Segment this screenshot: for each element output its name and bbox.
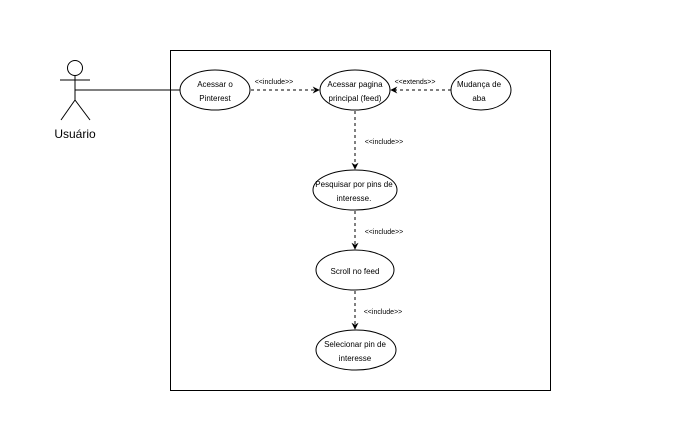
use-case-pesquisar-pins[interactable]: Pesquisar por pins de interesse. xyxy=(312,169,398,211)
include-label-4: <<include>> xyxy=(364,309,403,316)
use-case-label: Pinterest xyxy=(199,94,231,103)
use-case-label: interesse xyxy=(339,354,372,363)
actor-label: Usuário xyxy=(54,127,96,141)
actor-left-leg xyxy=(60,99,76,121)
use-case-acessar-pinterest[interactable]: Acessar o Pinterest xyxy=(179,69,251,111)
use-case-acessar-feed[interactable]: Acessar pagina principal (feed) xyxy=(319,69,391,111)
use-case-label: Selecionar pin de xyxy=(324,340,386,349)
use-case-selecionar-pin[interactable]: Selecionar pin de interesse xyxy=(315,329,397,371)
use-case-label: Mudança de xyxy=(457,80,502,89)
use-case-scroll-feed[interactable]: Scroll no feed xyxy=(315,249,395,291)
actor-right-leg xyxy=(74,99,91,121)
include-label-1: <<include>> xyxy=(255,79,294,86)
use-case-label: principal (feed) xyxy=(329,94,382,103)
include-label-3: <<include>> xyxy=(365,229,404,236)
use-case-label: interesse. xyxy=(337,194,372,203)
actor-head xyxy=(67,60,83,76)
actor-usuario[interactable]: Usuário xyxy=(54,60,96,142)
use-case-label: aba xyxy=(472,94,486,103)
extends-label: <<extends>> xyxy=(395,79,436,86)
use-case-label: Scroll no feed xyxy=(331,267,380,276)
include-label-2: <<include>> xyxy=(365,139,404,146)
use-case-mudanca-aba[interactable]: Mudança de aba xyxy=(450,69,512,111)
use-case-label: Pesquisar por pins de xyxy=(315,180,393,189)
use-case-label: Acessar o xyxy=(197,80,233,89)
use-case-label: Acessar pagina xyxy=(327,80,383,89)
